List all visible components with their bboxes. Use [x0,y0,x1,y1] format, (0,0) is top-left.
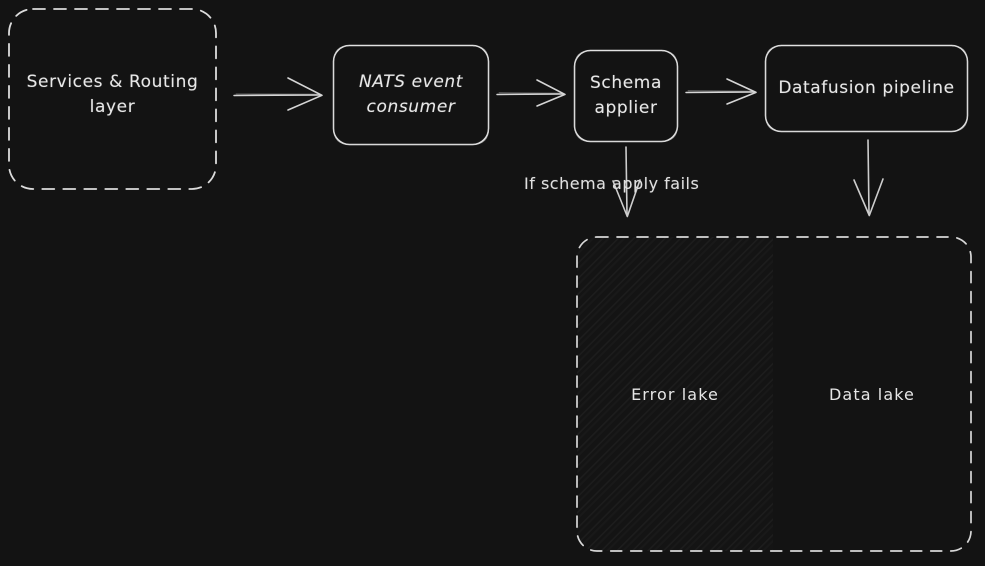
edge-nats-to-schema[interactable] [496,79,566,107]
error-lake-panel[interactable] [577,237,773,551]
edge-schema-to-error-lake[interactable] [612,146,641,218]
lake-label-error-lake: Error lake [631,385,719,404]
edge-services-to-nats[interactable] [233,77,323,111]
node-nats-event-consumer[interactable] [332,44,490,146]
node-datafusion-pipeline[interactable] [764,44,969,133]
error-lake-hatch-fill [577,237,773,551]
node-services-routing-layer[interactable] [8,8,217,190]
edge-datafusion-to-data-lake[interactable] [853,139,884,217]
edge-label-if-schema-apply-fails: If schema apply fails [524,174,700,193]
lake-label-data-lake: Data lake [829,385,915,404]
lakes-container[interactable] [576,236,972,552]
data-lake-panel[interactable] [773,237,971,551]
edge-schema-to-datafusion[interactable] [685,78,757,105]
node-schema-applier[interactable] [573,49,679,143]
